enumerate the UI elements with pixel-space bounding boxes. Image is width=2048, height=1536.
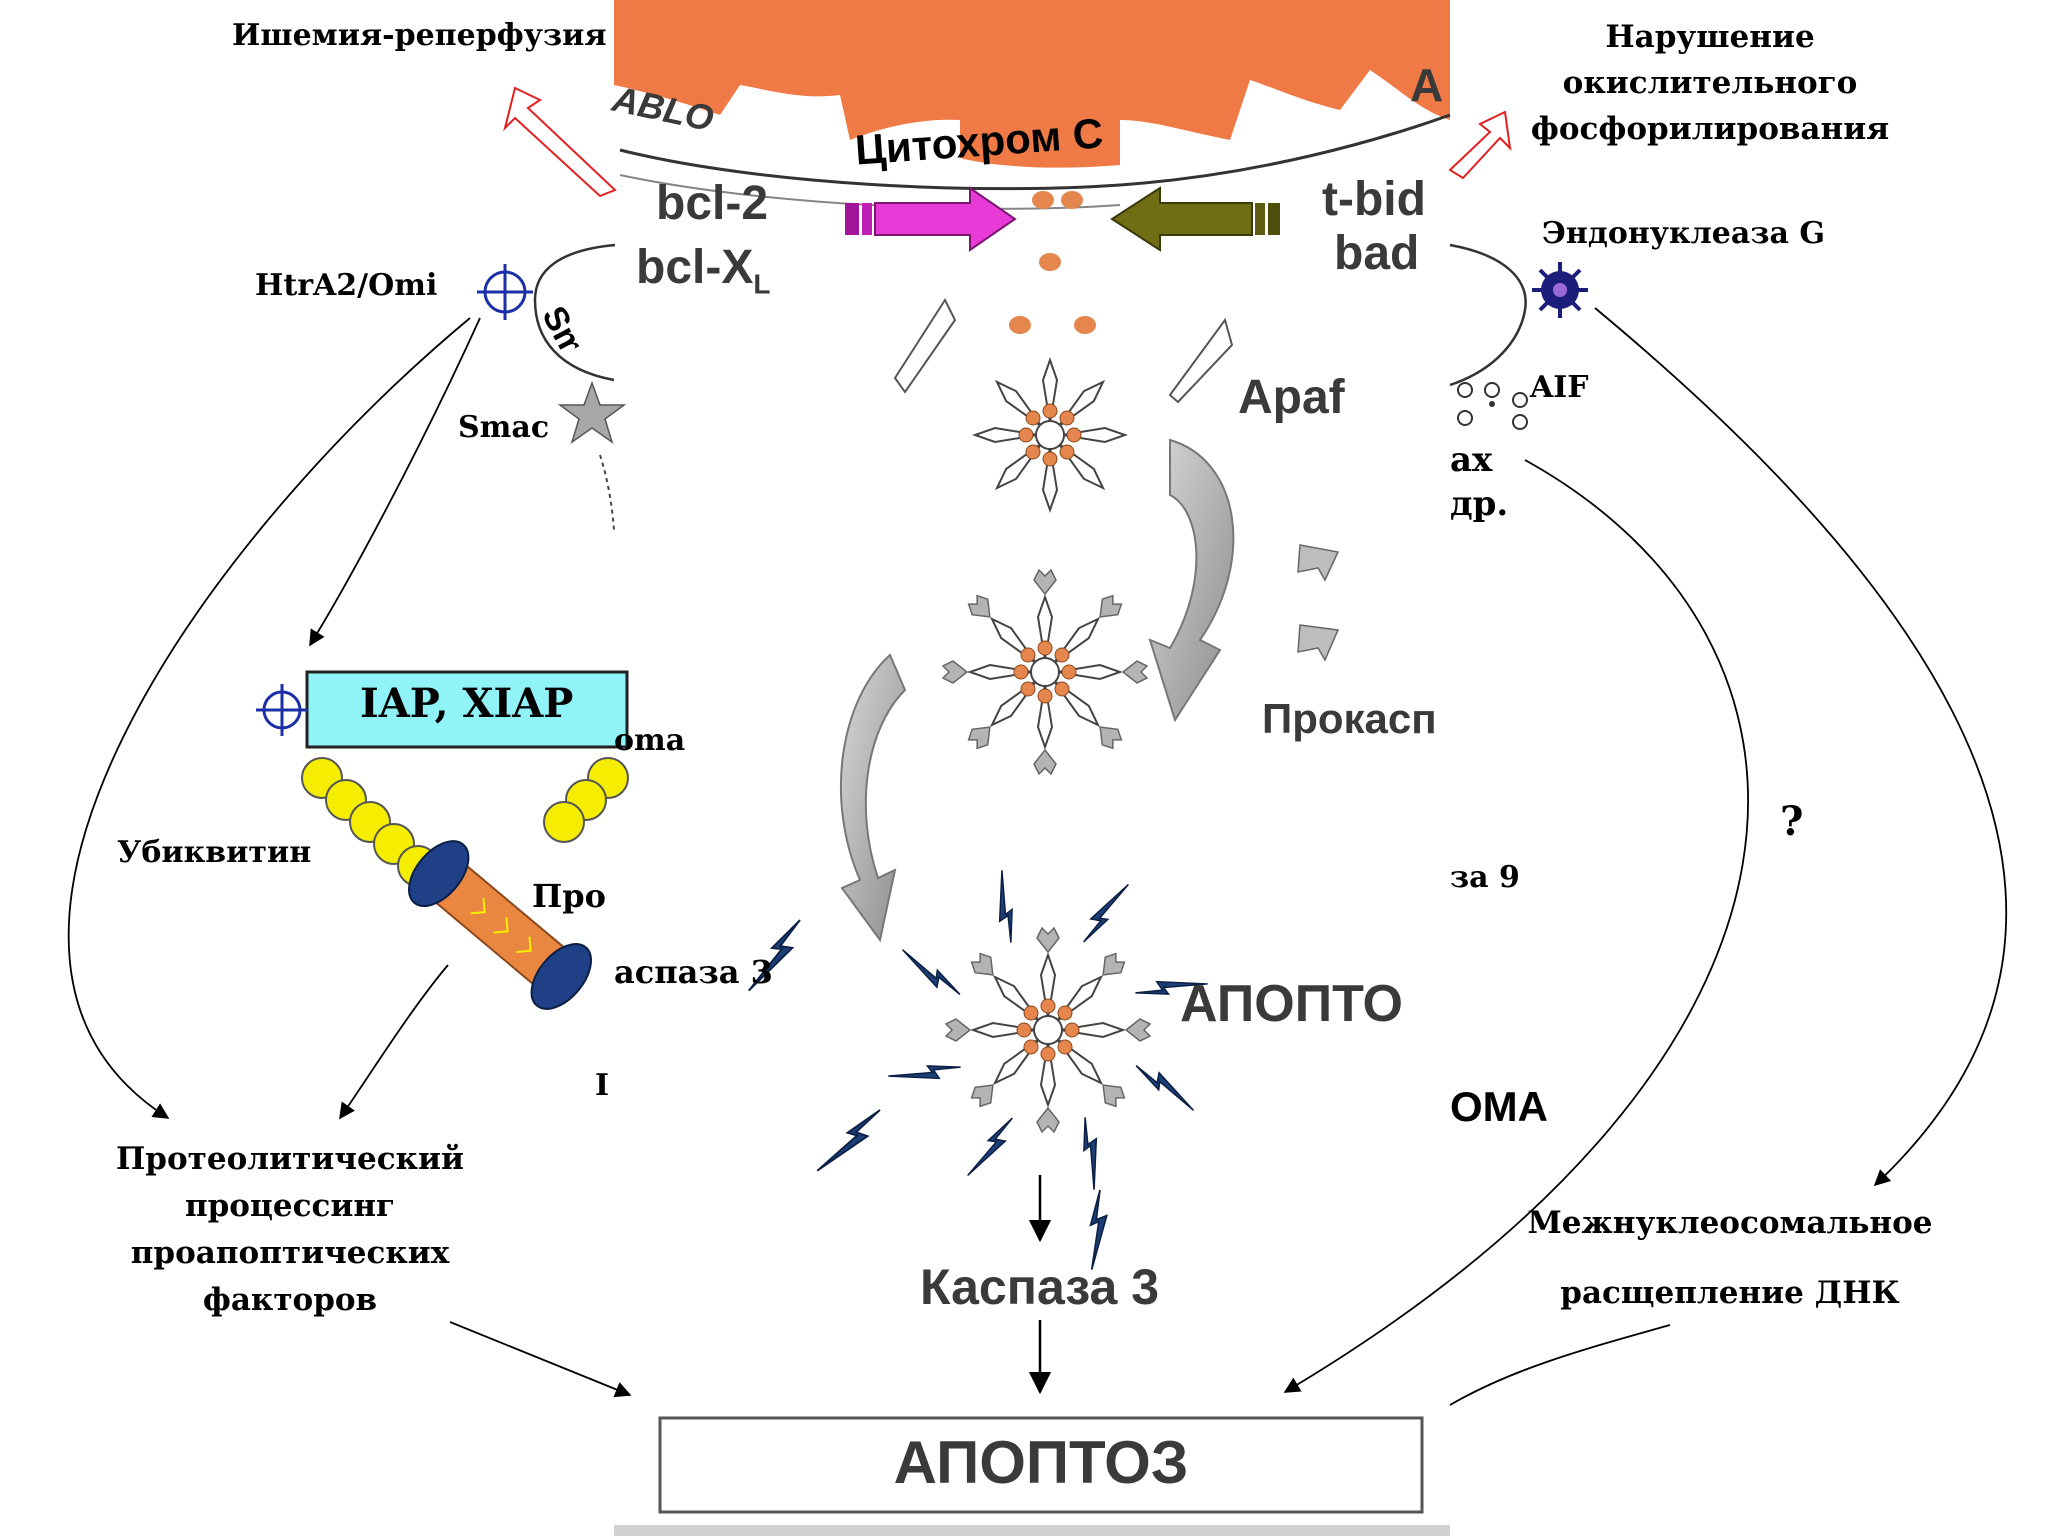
- active-apoptosome-wheel: [887, 869, 1209, 1191]
- label-proteasome-partial-2: оma: [614, 723, 686, 758]
- label-caspase9-partial: за 9: [1450, 860, 1520, 895]
- label-bax-partial: ax: [1450, 440, 1493, 480]
- procaspase-arrow-1: [1297, 544, 1340, 582]
- internucleosomal-line-2: расщепление ДНК: [1560, 1275, 1900, 1311]
- label-smac: Smac: [458, 410, 550, 445]
- bcl2-arrow: [845, 186, 1017, 252]
- arrow-htra2-to-proteolysis: [67, 317, 471, 1119]
- mitochondrion-shape: [614, 0, 1450, 168]
- arrow-dna-to-apoptosis: [1449, 1324, 1671, 1406]
- curved-arrow-left: [839, 653, 907, 943]
- endonuclease-g-icon: [1532, 262, 1588, 318]
- iap-target-icon: [256, 684, 308, 736]
- oxphos-line-1: Нарушение: [1605, 19, 1815, 55]
- proteasome-icon: [408, 840, 592, 1010]
- label-endonuclease-g: Эндонуклеаза G: [1542, 216, 1825, 251]
- label-caspase3: Каспаза 3: [920, 1259, 1160, 1315]
- label-dr-partial: др.: [1450, 484, 1509, 524]
- label-oma: ОМА: [1450, 1083, 1548, 1130]
- label-bcl2: bcl-2: [656, 177, 769, 230]
- curved-arrow-right: [1148, 438, 1235, 723]
- ischemia-arrow: [503, 86, 617, 198]
- arrow-aif-to-apoptosis: [1283, 459, 1749, 1393]
- label-ubiquitin: Убиквитин: [117, 835, 312, 870]
- label-bclxl: bcl-XL: [636, 240, 770, 301]
- white-arrow-right: [1168, 317, 1234, 404]
- tbid-arrow: [1110, 186, 1280, 252]
- label-caspase3-partial: аспаза 3: [614, 953, 773, 991]
- oxphos-line-3: фосфорилирования: [1530, 111, 1890, 147]
- label-apaf: Apaf: [1238, 371, 1345, 424]
- label-ischemia: Ишемия-реперфузия: [232, 18, 607, 53]
- label-question: ?: [1780, 798, 1804, 845]
- label-aif: AIF: [1530, 370, 1589, 405]
- cytochrome-c-dots: [1009, 191, 1096, 334]
- internucleosomal-line-1: Межнуклеосомальное: [1527, 1205, 1933, 1241]
- label-procaspase: Прокасп: [1262, 695, 1437, 742]
- arrow-endonuclease-to-dna: [1594, 307, 2007, 1187]
- label-tbid: t-bid: [1322, 173, 1426, 226]
- center-panel-bottom-edge: [614, 1525, 1450, 1536]
- proteolysis-line-1: Протеолитический: [116, 1141, 464, 1177]
- bclxl-subscript: L: [753, 268, 771, 300]
- apaf-wheel: [974, 359, 1126, 511]
- arrow-proteasome-to-proteolysis: [339, 964, 449, 1120]
- label-proteolysis: Протеолитический процессинг проапоптичес…: [95, 1136, 485, 1324]
- smac-arc: [533, 243, 616, 382]
- apoptosome-procaspase-wheel: [942, 569, 1148, 775]
- oxphos-line-2: окислительного: [1562, 65, 1858, 101]
- label-apoptosis: АПОПТОЗ: [893, 1429, 1189, 1496]
- proteolysis-line-3: проапоптических: [130, 1235, 450, 1271]
- aif-dots: [1457, 382, 1528, 430]
- proteolysis-line-2: процессинг: [184, 1188, 396, 1224]
- smac-star-icon: [557, 380, 627, 444]
- htra2-target-icon: [477, 264, 533, 320]
- mitochondrial-membrane: [619, 113, 1451, 191]
- label-apoptosome: АПОПТО: [1180, 975, 1403, 1033]
- label-htra2: HtrA2/Omi: [255, 268, 438, 303]
- oxphos-arrow: [1448, 110, 1512, 180]
- iap-complex: [256, 670, 629, 749]
- label-internucleosomal: Межнуклеосомальное расщепление ДНК: [1505, 1188, 1955, 1328]
- procaspase-arrow-2: [1297, 624, 1340, 662]
- arrow-proteolysis-to-apoptosis: [449, 1321, 632, 1398]
- arrow-htra2-to-iap: [309, 317, 481, 647]
- bclxl-text: bcl-X: [636, 241, 754, 294]
- label-i-partial: I: [595, 1068, 610, 1103]
- center-panel: [614, 0, 1450, 1536]
- label-proteasome-partial: Про: [532, 877, 606, 915]
- label-a-partial: A: [1410, 59, 1444, 111]
- label-oxphos: Нарушение окислительного фосфорилировани…: [1500, 14, 1920, 152]
- apoptosis-box: [658, 1416, 1424, 1514]
- aif-arc: [1449, 243, 1527, 387]
- label-bad: bad: [1334, 227, 1420, 280]
- proteolysis-line-4: факторов: [202, 1282, 378, 1318]
- white-arrow-left: [893, 297, 957, 394]
- label-iap: IAP, XIAP: [360, 680, 574, 727]
